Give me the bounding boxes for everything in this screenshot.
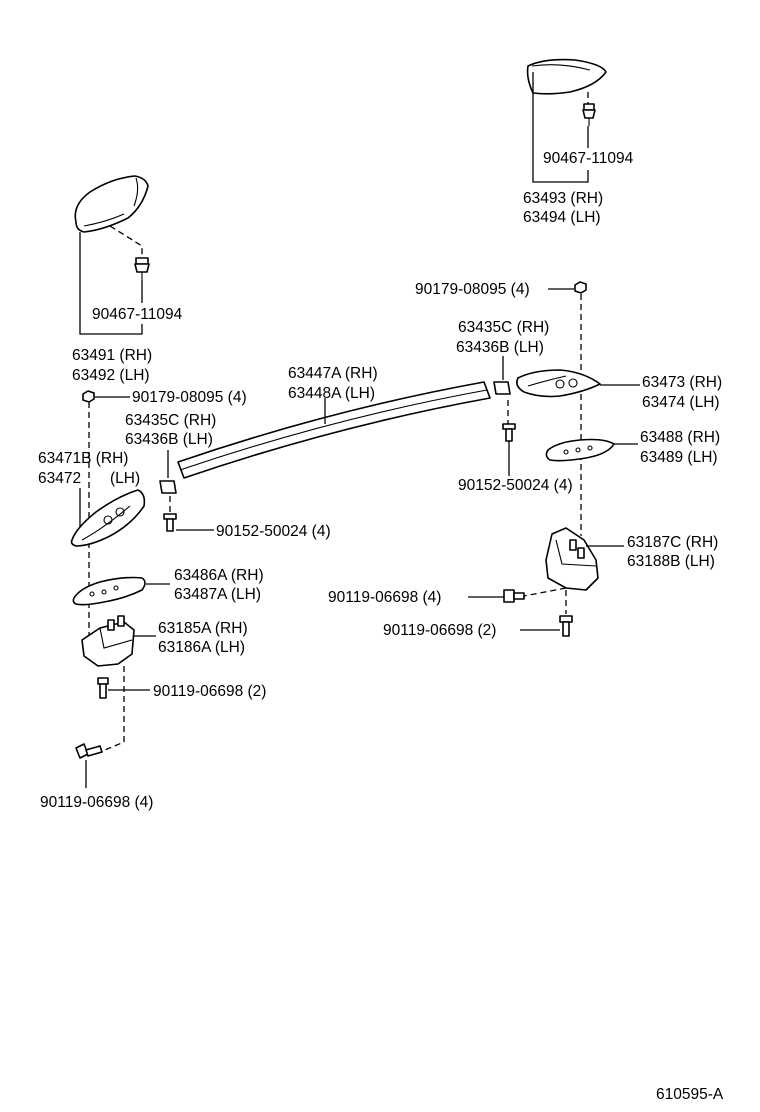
pad-right — [545, 438, 615, 462]
bracket-right — [516, 369, 601, 398]
nut-left — [82, 390, 95, 403]
bolt-left-4 — [75, 743, 103, 759]
label-90467-top: 90467-11094 — [543, 150, 634, 167]
label-63447a: 63447A (RH) — [288, 365, 378, 382]
label-63435c-right: 63435C (RH) — [458, 319, 549, 336]
bolt-right-2 — [559, 615, 573, 637]
label-63492: 63492 (LH) — [72, 367, 150, 384]
label-63186a: 63186A (LH) — [158, 639, 245, 656]
label-63491: 63491 (RH) — [72, 347, 152, 364]
label-63472: 63472 — [38, 470, 81, 487]
label-90119-right4: 90119-06698 (4) — [328, 589, 441, 606]
label-63185a: 63185A (RH) — [158, 620, 248, 637]
label-63436b-right: 63436B (LH) — [456, 339, 544, 356]
label-90119-left2: 90119-06698 (2) — [153, 683, 266, 700]
label-90467-left: 90467-11094 — [92, 306, 183, 323]
cover-top-left — [74, 175, 149, 233]
screw-left — [163, 513, 177, 532]
spacer-right — [493, 381, 511, 395]
bolt-left-2 — [97, 677, 109, 699]
label-63436b-left: 63436B (LH) — [125, 431, 213, 448]
label-63188b: 63188B (LH) — [627, 553, 715, 570]
label-90152-left: 90152-50024 (4) — [216, 523, 331, 540]
label-63493: 63493 (RH) — [523, 190, 603, 207]
label-63472-lh: (LH) — [110, 470, 140, 487]
label-63489: 63489 (LH) — [640, 449, 718, 466]
label-90119-left4: 90119-06698 (4) — [40, 794, 153, 811]
label-90179-right: 90179-08095 (4) — [415, 281, 530, 298]
label-90179-left: 90179-08095 (4) — [132, 389, 247, 406]
spacer-left — [159, 480, 177, 494]
screw-right — [502, 423, 516, 442]
label-90152-right: 90152-50024 (4) — [458, 477, 573, 494]
label-63494: 63494 (LH) — [523, 209, 601, 226]
label-63487a: 63487A (LH) — [174, 586, 261, 603]
label-63488: 63488 (RH) — [640, 429, 720, 446]
label-63435c-left: 63435C (RH) — [125, 412, 216, 429]
label-63473: 63473 (RH) — [642, 374, 722, 391]
label-63471b: 63471B (RH) — [38, 450, 128, 467]
nut-right — [574, 281, 587, 294]
clip-top-left — [134, 257, 150, 280]
roof-rail — [177, 381, 491, 479]
clip-top-right — [582, 103, 596, 126]
label-90119-right2: 90119-06698 (2) — [383, 622, 496, 639]
bracket-left — [70, 489, 146, 547]
label-63448a: 63448A (LH) — [288, 385, 375, 402]
figure-code: 610595-A — [656, 1086, 724, 1103]
cover-top-right — [526, 58, 607, 95]
label-63474: 63474 (LH) — [642, 394, 720, 411]
label-63486a: 63486A (RH) — [174, 567, 264, 584]
mount-left — [81, 615, 135, 667]
bolt-right-4 — [503, 589, 525, 603]
pad-left — [72, 576, 146, 606]
mount-right — [545, 527, 599, 591]
label-63187c: 63187C (RH) — [627, 534, 718, 551]
